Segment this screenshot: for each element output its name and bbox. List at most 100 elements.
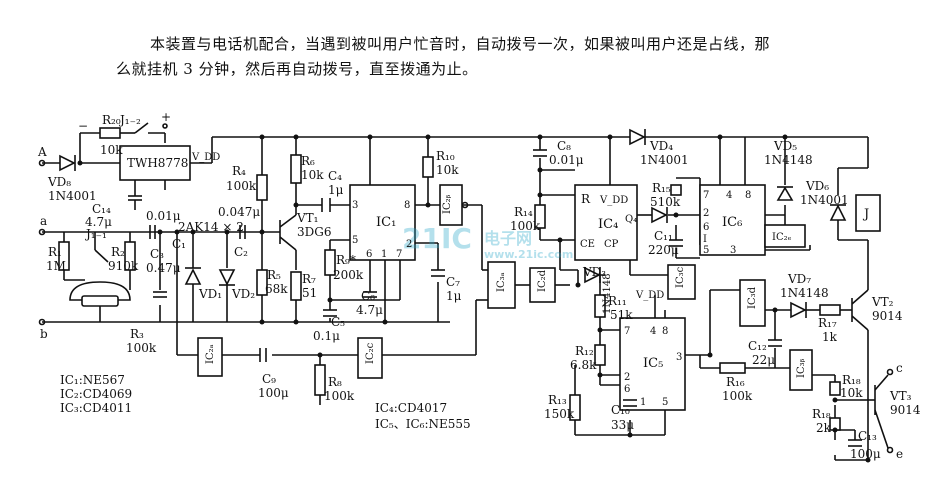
resistor-r4 (256, 174, 268, 201)
label-vdd1: V_DD (191, 152, 220, 163)
label-r11: R₁₁ (608, 294, 627, 308)
resistor-r20 (99, 127, 121, 139)
pin-ic4-cp: CP (604, 239, 619, 250)
label-c11: C₁₁ (654, 229, 673, 243)
label-twh: TWH8778 (127, 156, 188, 170)
pin-ic5-1: 1 (640, 397, 646, 408)
label-ic3d: IC₃d (747, 286, 758, 309)
label-j11: J₁₋₁ (84, 227, 107, 241)
diode-vd7 (790, 301, 807, 319)
diode-vd3 (584, 266, 601, 284)
pin-ic6-i: I (703, 234, 707, 245)
resistor-r9 (324, 249, 336, 276)
ic3c-gate (667, 264, 696, 300)
label-r5-val: 68k (265, 282, 288, 296)
label-ic6: IC₆ (722, 215, 742, 230)
label-c1-val: 0.01μ (146, 209, 181, 223)
label-c1: C₁ (172, 237, 186, 251)
label-vdd5: V_DD (635, 290, 664, 301)
label-c2-val: 0.047μ (218, 205, 260, 219)
pin-ic6-6: 6 (703, 222, 709, 233)
resistor-r2 (124, 241, 136, 271)
label-ic1: IC₁ (376, 215, 396, 230)
label-c9-val: 100μ (258, 386, 289, 400)
label-r8: R₈ (328, 375, 342, 389)
label-ic3a: IC₃ₐ (496, 272, 507, 292)
label-vt1-type: 3DG6 (297, 225, 331, 239)
watermark-cn: 电子网 (484, 229, 532, 248)
resistor-r7 (290, 271, 302, 301)
label-c13-val: 100μ (850, 447, 881, 461)
label-vt2: VT₂ (871, 295, 894, 309)
legend-ic2: IC₂:CD4069 (60, 387, 132, 401)
ic2c-gate (357, 337, 383, 379)
resistor-r1 (58, 241, 70, 271)
switch-j11 (94, 249, 109, 263)
label-r16: R₁₆ (726, 375, 745, 389)
resistor-r8 (314, 364, 326, 396)
label-r16-val: 100k (722, 389, 753, 403)
label-ic2d: IC₂d (537, 269, 548, 292)
resistor-r16 (719, 362, 746, 374)
ic1-chip (349, 184, 416, 261)
label-r1: R₁ (48, 245, 62, 259)
label-c12: C₁₂ (748, 339, 767, 353)
terminal-a (38, 228, 46, 236)
ic-gate-vt3 (789, 349, 813, 391)
symbols (38, 122, 894, 463)
label-r18: R₁₈ (842, 373, 861, 387)
label-vd4-type: 1N4001 (640, 153, 689, 167)
label-q4: Q₄ (625, 214, 637, 225)
label-c6-val: 4.7μ (356, 303, 383, 317)
ic3d-gate (739, 279, 766, 327)
pin-ic5-2: 2 (624, 372, 630, 383)
terminal-a-upper (38, 159, 46, 167)
pin-ic1-2: 2 (406, 239, 412, 250)
label-r4-val: 100k (226, 179, 257, 193)
label-r10-val: 10k (436, 163, 459, 177)
pin-ic6-4: 4 (726, 190, 732, 201)
label-c4-val: 1μ (328, 183, 344, 197)
legend-ic4: IC₄:CD4017 (375, 401, 447, 415)
ic2d-gate (529, 267, 556, 303)
label-r5: R₅ (267, 268, 281, 282)
label-ic5: IC₅ (643, 356, 663, 371)
label-c8: C₈ (557, 139, 571, 153)
label-r11-val: 51k (610, 308, 633, 322)
diode-q4 (651, 206, 668, 224)
resistor-r15 (670, 184, 682, 196)
diode-vd2 (218, 269, 236, 286)
pin-ic4-vdd: V_DD (599, 195, 628, 206)
pin-ic5-3: 3 (676, 352, 682, 363)
label-r6-val: 10k (301, 168, 324, 182)
pin-ic6-7: 7 (703, 190, 709, 201)
label-c5: C₅ (331, 315, 345, 329)
resistor-r6 (290, 154, 302, 184)
label-c12-val: 22μ (752, 353, 775, 367)
label-vd12: 2AK14 × 2 (178, 220, 244, 234)
label-vd7-type: 1N4148 (780, 286, 829, 300)
pin-ic6-2: 2 (703, 208, 709, 219)
label-r3-val: 100k (126, 341, 157, 355)
ic4-chip (574, 184, 638, 261)
label-r3: R₃ (130, 327, 144, 341)
twh8778-chip (119, 145, 191, 181)
label-c3-val: 0.47μ (146, 261, 181, 275)
label-r7: R₇ (302, 272, 316, 286)
label-r13-val: 150k (544, 407, 575, 421)
label-vt1: VT₁ (296, 211, 318, 225)
label-r2-val: 910k (108, 259, 139, 273)
pin-ic1-8: 8 (404, 200, 410, 211)
label-r1-val: 1M (46, 259, 66, 273)
label-vd6-type: 1N4001 (800, 193, 849, 207)
caption-line-2: 么就挂机 3 分钟，然后再自动拨号，直至拨通为止。 (116, 60, 478, 78)
caption: 本装置与电话机配合，当遇到被叫用户忙音时，自动拨号一次，如果被叫用户还是占线，那… (116, 32, 850, 82)
label-r8-val: 100k (324, 389, 355, 403)
label-c2: C₂ (234, 245, 248, 259)
label-c9: C₉ (262, 372, 276, 386)
resistor-r12 (594, 344, 606, 366)
label-r2: R₂ (111, 245, 125, 259)
label-vd8: VD₈ (47, 175, 71, 189)
diode-vd6 (829, 204, 847, 221)
pin-ic4-r: R (581, 192, 591, 206)
